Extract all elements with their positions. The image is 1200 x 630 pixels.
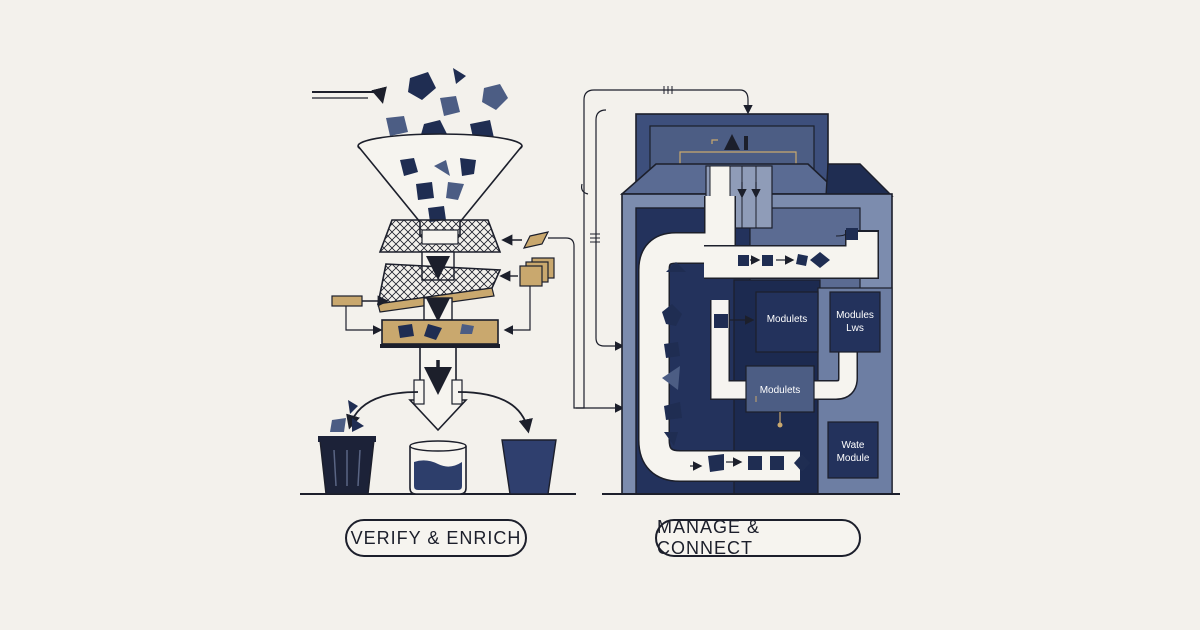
- output-arrow: [457, 391, 533, 434]
- module-label-d-1: Wate: [842, 440, 865, 451]
- module-box-d: Wate Module: [827, 421, 879, 479]
- output-chute: [408, 348, 468, 432]
- right-inputs: [499, 231, 555, 335]
- conveyor-belt-icon: [638, 196, 879, 482]
- reject-arrow: [346, 391, 419, 430]
- input-arrow: [312, 86, 387, 104]
- left-input: [331, 295, 389, 335]
- manage-connect-label: MANAGE & CONNECT: [655, 517, 861, 558]
- bucket-icon: [501, 439, 557, 495]
- module-label-a: Modulets: [767, 314, 808, 325]
- tray-icon: [380, 319, 500, 348]
- module-box-c: Modulets: [745, 365, 815, 428]
- manage-connect-diagram: Modulets Modules Lws Modulets Wate Modul…: [548, 86, 900, 495]
- module-box-b: Modules Lws: [829, 291, 881, 353]
- module-box-a: Modulets: [755, 291, 819, 353]
- module-label-d-2: Module: [837, 453, 870, 464]
- trash-bin-icon: [318, 400, 376, 495]
- verify-enrich-diagram: [300, 68, 576, 495]
- module-label-c: Modulets: [760, 385, 801, 396]
- mesh-filter-icon: [378, 219, 502, 253]
- water-glass-icon: [409, 440, 467, 495]
- module-label-b-1: Modules: [836, 310, 874, 321]
- verify-enrich-label: VERIFY & ENRICH: [345, 519, 527, 557]
- module-label-b-2: Lws: [846, 323, 864, 334]
- funnel-icon: [357, 133, 523, 237]
